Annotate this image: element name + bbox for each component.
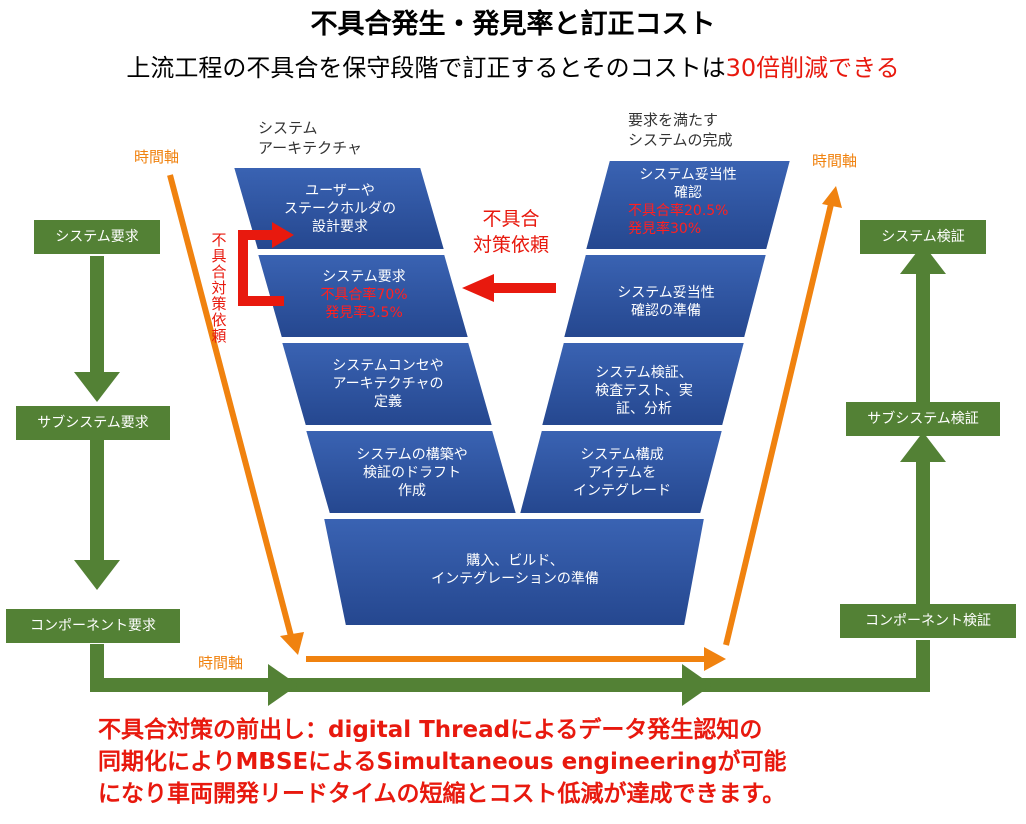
right-stage-subsystem-verification: サブシステム検証 bbox=[846, 402, 1000, 436]
page-subtitle: 上流工程の不具合を保守段階で訂正するとそのコストは30倍削減できる bbox=[126, 54, 900, 82]
time-axis-arrows bbox=[167, 174, 842, 671]
v-left-text-4: システムの構築や検証のドラフト作成 bbox=[356, 447, 468, 499]
right-stage-system-verification: システム検証 bbox=[860, 220, 986, 254]
v-left-block-4 bbox=[303, 429, 519, 515]
v-right-text-1: システム妥当性確認 不具合率20.5%発見率30% bbox=[628, 167, 737, 237]
left-stage-system-requirements: システム要求 bbox=[34, 220, 160, 254]
subtitle-highlight: 30倍削減できる bbox=[725, 54, 900, 82]
right-green-flow bbox=[900, 244, 946, 692]
left-stage-subsystem-requirements: サブシステム要求 bbox=[16, 406, 170, 440]
left-green-flow bbox=[74, 256, 930, 706]
red-arrow-defect-request bbox=[462, 274, 556, 302]
left-stage-component-requirements: コンポーネント要求 bbox=[6, 609, 180, 643]
v-right-arm bbox=[517, 159, 793, 515]
time-axis-label-right: 時間軸 bbox=[812, 152, 858, 170]
v-left-block-1 bbox=[231, 166, 447, 251]
v-right-text-2: システム妥当性確認の準備 bbox=[617, 285, 715, 319]
v-left-arm bbox=[231, 166, 519, 515]
v-right-block-3 bbox=[539, 341, 747, 427]
red-feedback-bracket bbox=[238, 222, 294, 306]
v-left-text-2: システム要求不具合率70%発見率3.5% bbox=[320, 269, 408, 321]
time-axis-label-bottom: 時間軸 bbox=[198, 654, 244, 672]
system-complete-label: 要求を満たすシステムの完成 bbox=[628, 111, 733, 149]
page-title: 不具合発生・発見率と訂正コスト bbox=[310, 9, 716, 40]
v-left-text-3: システムコンセやアーキテクチャの定義 bbox=[332, 358, 444, 410]
right-stage-component-verification: コンポーネント検証 bbox=[840, 604, 1016, 638]
v-right-block-4 bbox=[517, 429, 725, 515]
v-left-block-3 bbox=[279, 341, 495, 427]
defect-request-label: 不具合対策依頼 bbox=[472, 208, 549, 256]
v-right-block-1 bbox=[583, 159, 793, 251]
v-bottom-text: 購入、ビルド、インテグレーションの準備 bbox=[431, 553, 599, 587]
time-axis-label-left: 時間軸 bbox=[134, 148, 180, 166]
v-right-block-2 bbox=[561, 253, 769, 339]
defect-request-vertical-label: 不具合対策依頼 bbox=[211, 231, 227, 345]
bottom-statement: 不具合対策の前出し：digital Threadによるデータ発生認知の 同期化に… bbox=[98, 717, 787, 807]
v-left-text-1: ユーザーやステークホルダの設計要求 bbox=[284, 183, 396, 235]
v-left-block-2 bbox=[255, 253, 471, 339]
v-right-text-4: システム構成アイテムをインテグレード bbox=[573, 447, 671, 499]
v-bottom-block bbox=[321, 517, 707, 627]
v-right-text-3: システム検証、検査テスト、実証、分析 bbox=[595, 365, 693, 417]
architecture-label: システムアーキテクチャ bbox=[258, 119, 362, 157]
